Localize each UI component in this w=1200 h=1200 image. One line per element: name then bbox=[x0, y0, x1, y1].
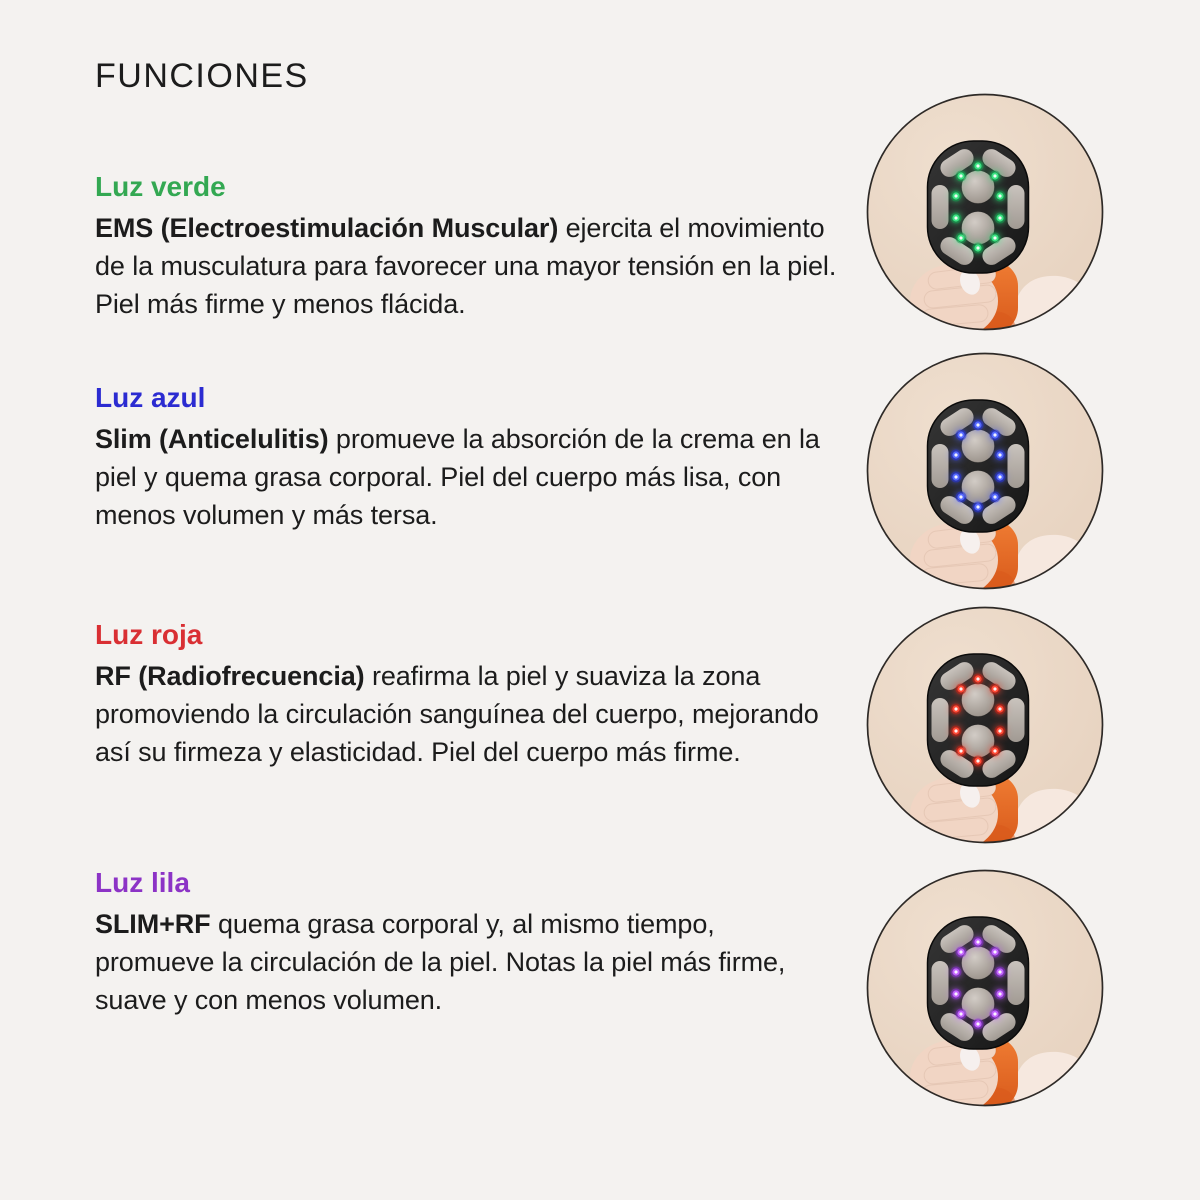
section-text: Luz roja RF (Radiofrecuencia) reafirma l… bbox=[95, 618, 840, 771]
section-paragraph: EMS (Electroestimulación Muscular) ejerc… bbox=[95, 209, 840, 323]
center-electrode-bottom bbox=[961, 987, 995, 1021]
led-dot bbox=[994, 988, 1006, 1000]
electrode-pads bbox=[931, 925, 1025, 1041]
device-photo-circle bbox=[866, 869, 1104, 1107]
device-photo-circle bbox=[866, 352, 1104, 590]
device-head bbox=[926, 653, 1030, 787]
hand bbox=[910, 264, 998, 330]
led-dot bbox=[972, 501, 984, 513]
photo-circle-border bbox=[866, 352, 1104, 590]
section-body-text: quema grasa corporal y, al mismo tiempo,… bbox=[95, 909, 786, 1015]
fingernail bbox=[960, 269, 980, 295]
led-dot bbox=[989, 232, 1001, 244]
section-lead: EMS (Electroestimulación Muscular) bbox=[95, 213, 559, 243]
led-dot bbox=[972, 242, 984, 254]
led-dot bbox=[994, 471, 1006, 483]
section-text: Luz verde EMS (Electroestimulación Muscu… bbox=[95, 170, 840, 323]
section-lead: Slim (Anticelulitis) bbox=[95, 424, 329, 454]
led-dot bbox=[989, 1008, 1001, 1020]
led-dot bbox=[950, 966, 962, 978]
hand bbox=[910, 777, 998, 843]
fingernail bbox=[960, 528, 980, 554]
device-photo-circle bbox=[866, 93, 1104, 331]
fingernail bbox=[960, 1045, 980, 1071]
section-paragraph: RF (Radiofrecuencia) reafirma la piel y … bbox=[95, 657, 840, 771]
led-dot bbox=[989, 491, 1001, 503]
led-dot bbox=[950, 212, 962, 224]
section-heading: Luz verde bbox=[95, 171, 226, 202]
section-heading: Luz azul bbox=[95, 382, 206, 413]
electrode-pads bbox=[931, 408, 1025, 524]
device-head bbox=[926, 140, 1030, 274]
led-dot bbox=[955, 232, 967, 244]
device-photo-circle bbox=[866, 606, 1104, 844]
section-body-text: ejercita el movimiento de la musculatura… bbox=[95, 213, 837, 319]
section-body-text: promueve la absorción de la crema en la … bbox=[95, 424, 820, 530]
led-dot bbox=[989, 946, 1001, 958]
photo-circle-border bbox=[866, 869, 1104, 1107]
section-heading: Luz lila bbox=[95, 867, 190, 898]
photo-circle-border bbox=[866, 93, 1104, 331]
led-dot bbox=[989, 683, 1001, 695]
device-head bbox=[926, 916, 1030, 1050]
led-ring bbox=[950, 673, 1006, 767]
section-text: Luz azul Slim (Anticelulitis) promueve l… bbox=[95, 381, 840, 534]
led-dot bbox=[972, 936, 984, 948]
section-paragraph: SLIM+RF quema grasa corporal y, al mismo… bbox=[95, 905, 840, 1019]
led-dot bbox=[950, 190, 962, 202]
led-dot bbox=[955, 683, 967, 695]
device-head bbox=[926, 399, 1030, 533]
electrode-pads bbox=[931, 149, 1025, 265]
section-paragraph: Slim (Anticelulitis) promueve la absorci… bbox=[95, 420, 840, 534]
hand bbox=[910, 1040, 998, 1106]
photo-circle-border bbox=[866, 606, 1104, 844]
led-ring bbox=[950, 160, 1006, 254]
fingernail bbox=[960, 782, 980, 808]
device-illustration bbox=[866, 869, 1104, 1107]
device-illustration bbox=[866, 93, 1104, 331]
led-dot bbox=[994, 966, 1006, 978]
led-dot bbox=[989, 429, 1001, 441]
led-ring bbox=[950, 936, 1006, 1030]
led-dot bbox=[955, 745, 967, 757]
led-dot bbox=[972, 755, 984, 767]
led-dot bbox=[994, 725, 1006, 737]
section-lead: RF (Radiofrecuencia) bbox=[95, 661, 365, 691]
led-dot bbox=[955, 491, 967, 503]
section-lead: SLIM+RF bbox=[95, 909, 211, 939]
section-heading: Luz roja bbox=[95, 619, 203, 650]
led-dot bbox=[950, 725, 962, 737]
led-dot bbox=[950, 449, 962, 461]
led-dot bbox=[972, 1018, 984, 1030]
led-dot bbox=[955, 429, 967, 441]
led-dot bbox=[972, 673, 984, 685]
device-illustration bbox=[866, 606, 1104, 844]
led-dot bbox=[989, 745, 1001, 757]
led-dot bbox=[994, 212, 1006, 224]
led-dot bbox=[950, 471, 962, 483]
led-ring bbox=[950, 419, 1006, 513]
led-dot bbox=[994, 190, 1006, 202]
led-dot bbox=[955, 946, 967, 958]
page-title: FUNCIONES bbox=[95, 57, 309, 95]
led-dot bbox=[972, 419, 984, 431]
center-electrode-bottom bbox=[961, 724, 995, 758]
section-body-text: reafirma la piel y suaviza la zona promo… bbox=[95, 661, 819, 767]
led-dot bbox=[994, 703, 1006, 715]
led-dot bbox=[972, 160, 984, 172]
electrode-pads bbox=[931, 662, 1025, 778]
device-illustration bbox=[866, 352, 1104, 590]
led-dot bbox=[950, 703, 962, 715]
led-dot bbox=[955, 1008, 967, 1020]
center-electrode-bottom bbox=[961, 470, 995, 504]
section-text: Luz lila SLIM+RF quema grasa corporal y,… bbox=[95, 866, 840, 1019]
led-dot bbox=[994, 449, 1006, 461]
led-dot bbox=[950, 988, 962, 1000]
led-dot bbox=[955, 170, 967, 182]
center-electrode-bottom bbox=[961, 211, 995, 245]
led-dot bbox=[989, 170, 1001, 182]
